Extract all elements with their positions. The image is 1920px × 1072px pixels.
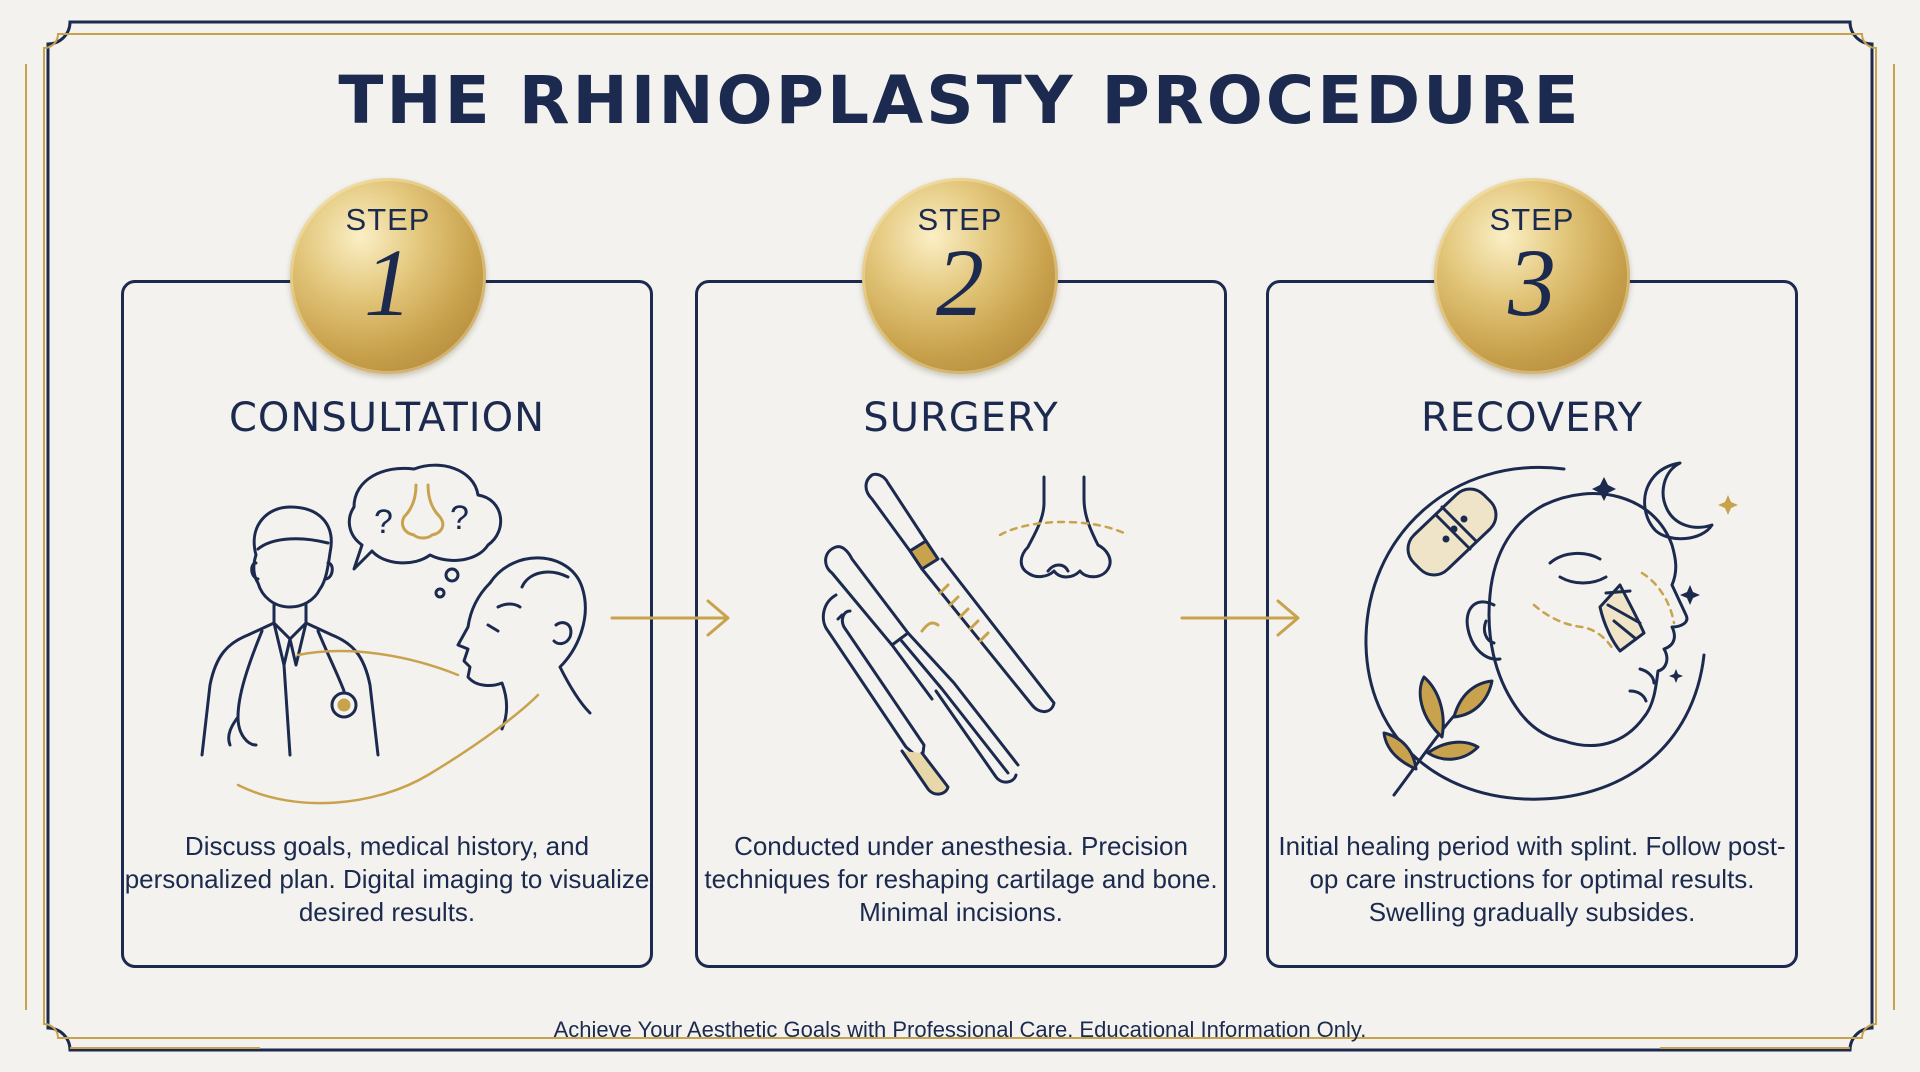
- step-3-number: 3: [1508, 229, 1556, 336]
- step-2-medal: STEP 2: [862, 178, 1058, 374]
- step-1-label: STEP: [345, 202, 431, 237]
- step-2-heading: SURGERY: [863, 395, 1059, 441]
- step-1-heading: CONSULTATION: [228, 395, 545, 441]
- step-card-recovery: [1266, 280, 1798, 968]
- recovery-face-splint-icon: [1364, 461, 1738, 801]
- arrow-right-icon: [610, 599, 730, 637]
- arrow-right-icon: [1180, 599, 1300, 637]
- step-1-medal: STEP 1: [290, 178, 486, 374]
- step-2-label: STEP: [917, 202, 1003, 237]
- step-1-description: Discuss goals, medical history, and pers…: [124, 831, 650, 927]
- step-3-label: STEP: [1489, 202, 1575, 237]
- step-3-description: Initial healing period with splint. Foll…: [1278, 831, 1786, 927]
- page-title: THE RHINOPLASTY PROCEDURE: [338, 62, 1582, 139]
- step-2-description: Conducted under anesthesia. Precision te…: [704, 831, 1218, 927]
- step-2-number: 2: [936, 229, 984, 336]
- step-card-surgery: [695, 280, 1227, 968]
- surgical-instruments-icon: [821, 472, 1126, 796]
- doctor-patient-consultation-icon: ? ?: [200, 463, 592, 805]
- step-1-number: 1: [364, 229, 412, 336]
- footer-disclaimer: Achieve Your Aesthetic Goals with Profes…: [553, 1017, 1367, 1042]
- step-3-heading: RECOVERY: [1420, 395, 1644, 441]
- svg-text:?: ?: [374, 503, 393, 541]
- step-3-medal: STEP 3: [1434, 178, 1630, 374]
- svg-text:?: ?: [450, 499, 469, 537]
